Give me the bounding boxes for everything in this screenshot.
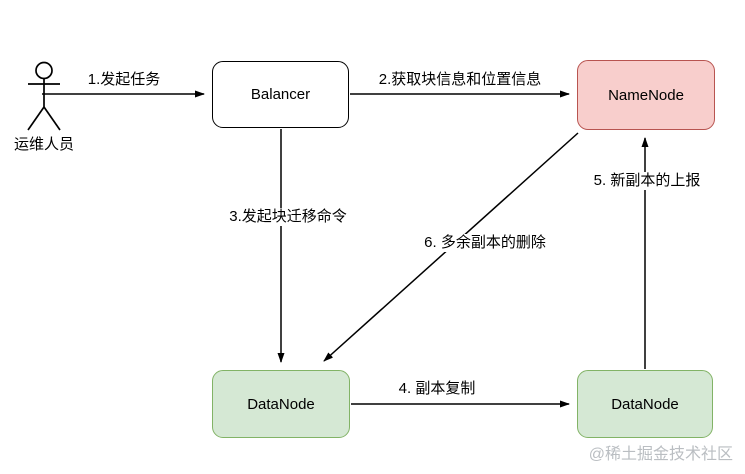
node-balancer-label: Balancer [250, 86, 311, 103]
node-namenode-label: NameNode [608, 86, 684, 104]
edge-label-1: 1.发起任务 [86, 71, 162, 89]
node-datanode-source-label: DataNode [247, 395, 315, 413]
edge-label-3: 3.发起块迁移命令 [228, 208, 348, 226]
edge-label-4: 4. 副本复制 [397, 380, 477, 398]
actor-operator [10, 55, 100, 138]
node-datanode-target: DataNode [577, 370, 713, 438]
node-namenode: NameNode [577, 60, 715, 130]
actor-label: 运维人员 [14, 136, 75, 153]
edge-label-6: 6. 多余副本的删除 [423, 234, 547, 252]
edge-label-5: 5. 新副本的上报 [592, 172, 702, 190]
stick-figure-icon [26, 61, 61, 131]
watermark: @稀土掘金技术社区 [588, 446, 733, 463]
node-datanode-target-label: DataNode [611, 395, 679, 413]
edge-label-2: 2.获取块信息和位置信息 [377, 71, 543, 89]
node-datanode-source: DataNode [212, 370, 350, 438]
node-balancer: Balancer [212, 61, 349, 128]
